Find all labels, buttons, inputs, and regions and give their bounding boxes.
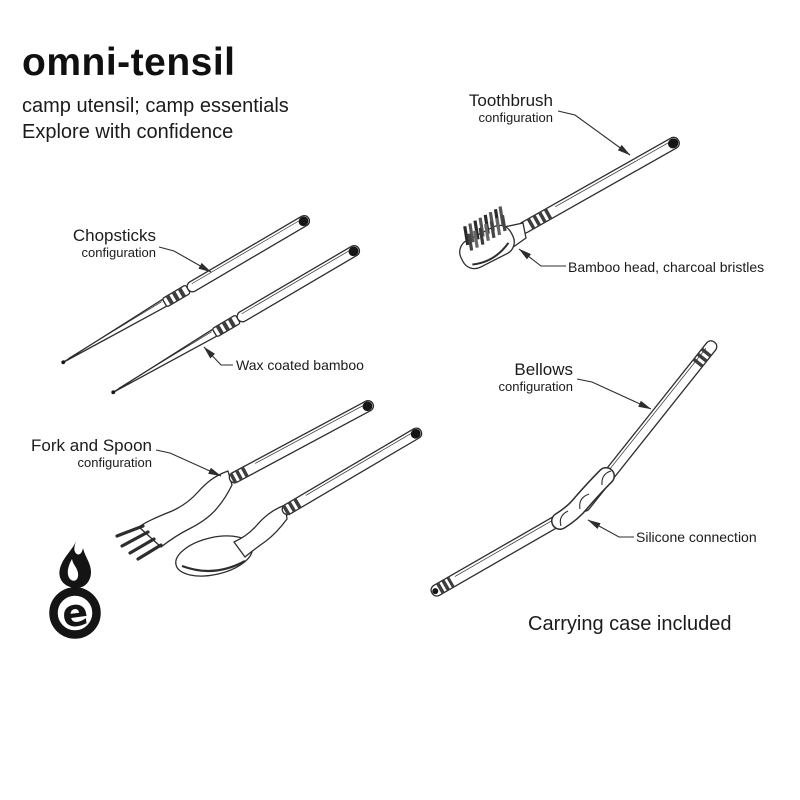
chopsticks-leader-line	[158, 246, 212, 273]
callout-chopsticks-name: Chopsticks	[72, 226, 156, 245]
fork-drawing	[115, 399, 375, 561]
wax-leader-line	[203, 346, 233, 366]
toothbrush-drawing	[459, 136, 680, 270]
callout-bellows-qualifier: configuration	[498, 379, 573, 394]
callout-toothbrush-qualifier: configuration	[478, 110, 553, 125]
callout-chopsticks: Chopsticks configuration	[73, 226, 156, 260]
spoon-drawing	[175, 427, 423, 577]
flame-inner-highlight	[67, 559, 79, 581]
callout-toothbrush: Toothbrush configuration	[469, 91, 553, 125]
fork-and-spoon-leader-line	[155, 449, 222, 477]
page-title: omni-tensil	[22, 41, 236, 84]
logo-ring	[49, 587, 101, 639]
spoon-handle	[281, 427, 423, 516]
fork-tines	[115, 524, 163, 561]
toothbrush-leader-line	[557, 110, 631, 156]
page-subtitle: camp utensil; camp essentials	[22, 95, 289, 117]
callout-toothbrush-name: Toothbrush	[468, 91, 553, 110]
callout-bellows: Bellows configuration	[499, 360, 573, 394]
spoon-neck	[233, 504, 288, 558]
callout-chopsticks-qualifier: configuration	[81, 245, 156, 260]
bellows-drawing	[430, 340, 718, 597]
callout-fork-and-spoon: Fork and Spoon configuration	[31, 436, 152, 470]
annotation-silicone-connection: Silicone connection	[636, 529, 757, 545]
bellows-leader-line	[576, 378, 652, 410]
bamboo-head-leader-line	[518, 248, 566, 267]
callout-fork-and-spoon-name: Fork and Spoon	[31, 436, 152, 455]
toothbrush-handle	[518, 136, 680, 234]
callout-fork-and-spoon-qualifier: configuration	[77, 455, 152, 470]
silicone-sleeve	[551, 467, 615, 530]
toothbrush-bristles	[463, 206, 507, 251]
page-tagline: Explore with confidence	[22, 121, 234, 143]
callout-bellows-name: Bellows	[514, 360, 573, 379]
brand-logo: e	[49, 538, 101, 639]
logo-letter: e	[59, 589, 91, 636]
fork-handle	[228, 399, 375, 484]
carrying-case-note: Carrying case included	[528, 613, 732, 635]
annotation-bamboo-head: Bamboo head, charcoal bristles	[568, 259, 765, 275]
fork-head	[138, 470, 233, 548]
annotation-wax-coating: Wax coated bamboo	[236, 357, 364, 373]
brand-header: omni-tensil camp utensil; camp essential…	[22, 40, 289, 145]
flame-icon	[59, 538, 91, 589]
silicone-leader-line	[587, 519, 634, 538]
